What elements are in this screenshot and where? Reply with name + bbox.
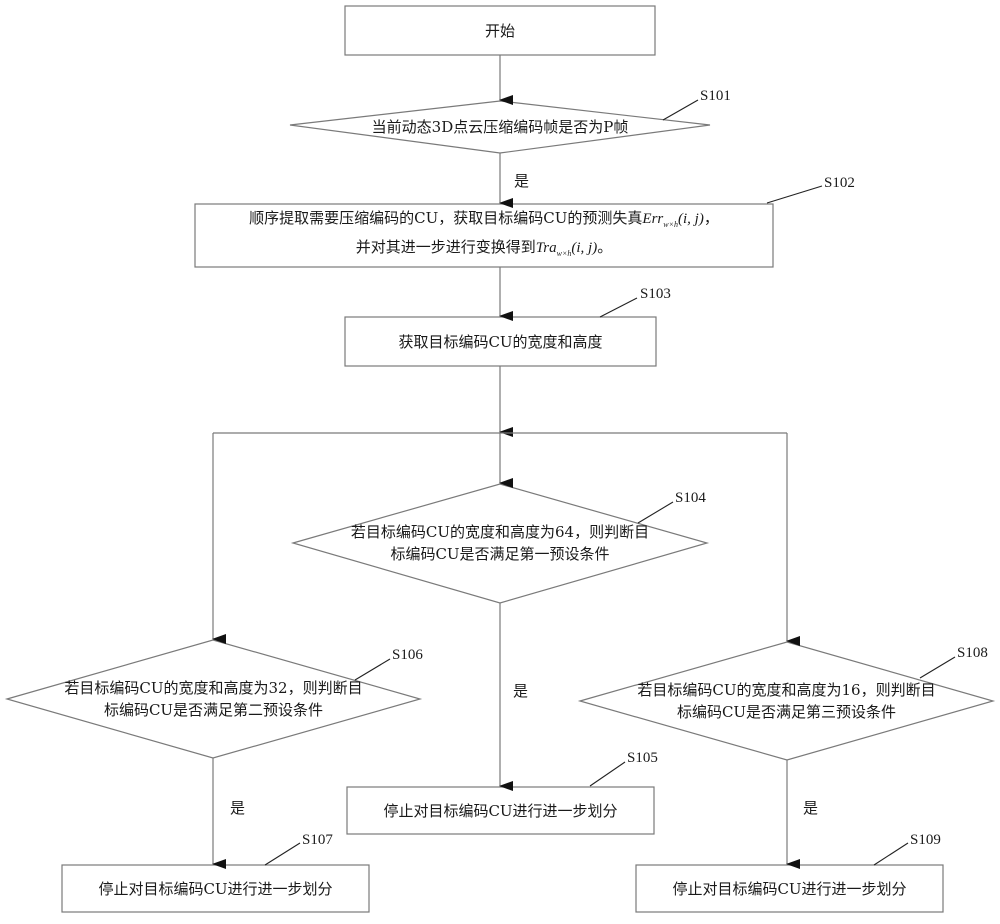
yes-label-s106: 是 bbox=[230, 799, 246, 817]
s106-leader bbox=[354, 658, 391, 681]
yes-label-s104: 是 bbox=[513, 682, 529, 700]
s107-leader bbox=[264, 842, 301, 866]
s106-decision bbox=[4, 639, 423, 759]
s104-line1: 若目标编码CU的宽度和高度为64，则判断目 bbox=[350, 523, 650, 541]
s108-text: 若目标编码CU的宽度和高度为16，则判断目 标编码CU是否满足第三预设条件 bbox=[580, 678, 993, 724]
s107-text: 停止对目标编码CU进行进一步划分 bbox=[62, 865, 369, 912]
s109-text: 停止对目标编码CU进行进一步划分 bbox=[636, 865, 943, 912]
s103-step-label: S103 bbox=[640, 286, 671, 302]
s107-process bbox=[61, 864, 370, 913]
s108-decision bbox=[577, 641, 996, 761]
s108-leader bbox=[919, 656, 956, 679]
s101-question: 当前动态3D点云压缩编码帧是否为P帧 bbox=[371, 118, 629, 136]
s108-line1: 若目标编码CU的宽度和高度为16，则判断目 bbox=[637, 681, 936, 699]
s105-label-text: 停止对目标编码CU进行进一步划分 bbox=[383, 801, 618, 820]
s102-text: 顺序提取需要压缩编码的CU，获取目标编码CU的预测失真Errw×h(i, j)，… bbox=[195, 204, 773, 267]
s109-leader bbox=[873, 842, 909, 866]
s105-leader bbox=[589, 761, 626, 787]
s101-step-label: S101 bbox=[700, 88, 731, 104]
s104-leader bbox=[637, 501, 674, 524]
s102-line1: 顺序提取需要压缩编码的CU，获取目标编码CU的预测失真Errw×h(i, j)， bbox=[249, 208, 719, 229]
s108-step-label: S108 bbox=[957, 645, 988, 661]
s109-label-text: 停止对目标编码CU进行进一步划分 bbox=[672, 879, 907, 898]
s108-line2: 标编码CU是否满足第三预设条件 bbox=[676, 703, 897, 721]
s104-decision bbox=[290, 483, 710, 604]
s102-line2: 并对其进一步进行变换得到Traw×h(i, j)。 bbox=[355, 237, 613, 258]
s106-line2: 标编码CU是否满足第二预设条件 bbox=[103, 701, 324, 719]
s102-leader bbox=[766, 185, 823, 204]
s103-process bbox=[344, 316, 657, 367]
s102-process bbox=[194, 203, 774, 268]
s104-text: 若目标编码CU的宽度和高度为64，则判断目 标编码CU是否满足第一预设条件 bbox=[293, 520, 707, 566]
s105-step-label: S105 bbox=[627, 750, 658, 766]
s101-decision bbox=[289, 100, 711, 154]
s103-leader bbox=[599, 297, 638, 318]
s101-text: 当前动态3D点云压缩编码帧是否为P帧 bbox=[290, 101, 710, 153]
s106-text: 若目标编码CU的宽度和高度为32，则判断目 标编码CU是否满足第二预设条件 bbox=[7, 676, 420, 722]
s102-step-label: S102 bbox=[824, 175, 855, 191]
s106-line1: 若目标编码CU的宽度和高度为32，则判断目 bbox=[64, 679, 363, 697]
s103-label-text: 获取目标编码CU的宽度和高度 bbox=[398, 332, 603, 351]
s101-leader bbox=[662, 99, 699, 121]
s105-process bbox=[346, 786, 655, 835]
s105-text: 停止对目标编码CU进行进一步划分 bbox=[347, 787, 654, 834]
s104-line2: 标编码CU是否满足第一预设条件 bbox=[390, 545, 610, 563]
start-label: 开始 bbox=[484, 21, 515, 40]
s104-step-label: S104 bbox=[675, 490, 706, 506]
yes-label-s108: 是 bbox=[803, 799, 819, 817]
start-node bbox=[344, 5, 656, 56]
s107-label-text: 停止对目标编码CU进行进一步划分 bbox=[98, 879, 333, 898]
s107-step-label: S107 bbox=[302, 832, 333, 848]
yes-label-s101: 是 bbox=[514, 172, 530, 190]
s106-step-label: S106 bbox=[392, 647, 423, 663]
start-node-text: 开始 bbox=[345, 6, 655, 55]
s103-text: 获取目标编码CU的宽度和高度 bbox=[345, 317, 656, 366]
s109-step-label: S109 bbox=[910, 832, 941, 848]
